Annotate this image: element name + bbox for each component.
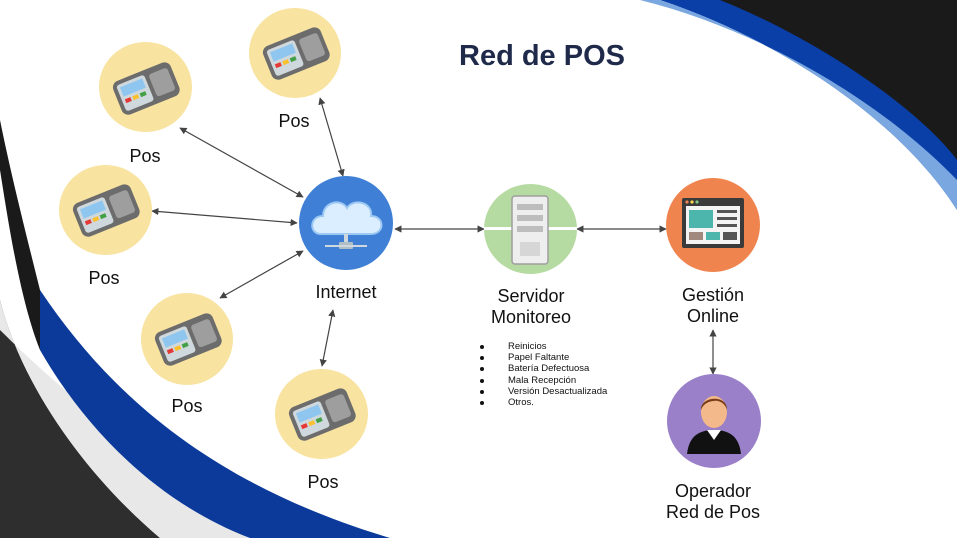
server-label-line1: Servidor	[497, 286, 565, 306]
server-icon	[484, 195, 577, 265]
pos-terminal-icon	[262, 27, 330, 80]
link-pos5-internet	[319, 309, 336, 367]
link-pos2-internet	[318, 97, 345, 177]
link-pos4-internet	[219, 250, 304, 299]
link-pos3-internet	[151, 207, 298, 227]
list-item: Reinicios	[478, 341, 607, 352]
web-dashboard-icon	[682, 198, 744, 248]
link-pos1-internet	[179, 127, 304, 198]
operator-node	[667, 374, 761, 468]
internet-label: Internet	[315, 282, 377, 302]
pos-label: Pos	[129, 146, 161, 166]
gestion-node	[666, 178, 760, 272]
server-node	[484, 184, 577, 274]
pos-node	[249, 8, 341, 98]
server-label: Servidor Monitoreo	[461, 286, 601, 328]
gestion-label: Gestión Online	[643, 285, 783, 327]
pos-label: Pos	[278, 111, 310, 131]
diagram-title: Red de POS	[459, 40, 625, 72]
server-label-line2: Monitoreo	[490, 307, 572, 327]
gestion-label-line1: Gestión	[681, 285, 745, 305]
monitor-issues-list: Reinicios Papel Faltante Batería Defectu…	[478, 341, 607, 408]
pos-node	[275, 369, 368, 459]
pos-label: Pos	[307, 472, 339, 492]
pos-terminal-icon	[288, 388, 356, 441]
operator-avatar-icon	[687, 396, 741, 454]
list-item: Batería Defectuosa	[478, 363, 607, 374]
list-item: Otros.	[478, 397, 607, 408]
pos-label: Pos	[171, 396, 203, 416]
list-item: Papel Faltante	[478, 352, 607, 363]
pos-node	[59, 165, 152, 255]
pos-label: Pos	[88, 268, 120, 288]
gestion-label-line2: Online	[686, 306, 740, 326]
cloud-network-icon	[311, 201, 383, 249]
operator-label-line2: Red de Pos	[665, 502, 761, 522]
operator-label: Operador Red de Pos	[643, 481, 783, 523]
pos-terminal-icon	[112, 62, 180, 115]
list-item: Versión Desactualizada	[478, 386, 607, 397]
pos-node	[99, 42, 192, 132]
operator-label-line1: Operador	[674, 481, 752, 501]
pos-terminal-icon	[154, 313, 222, 366]
pos-terminal-icon	[72, 184, 140, 237]
pos-node	[141, 293, 233, 385]
list-item: Mala Recepción	[478, 375, 607, 386]
internet-node	[299, 176, 393, 270]
